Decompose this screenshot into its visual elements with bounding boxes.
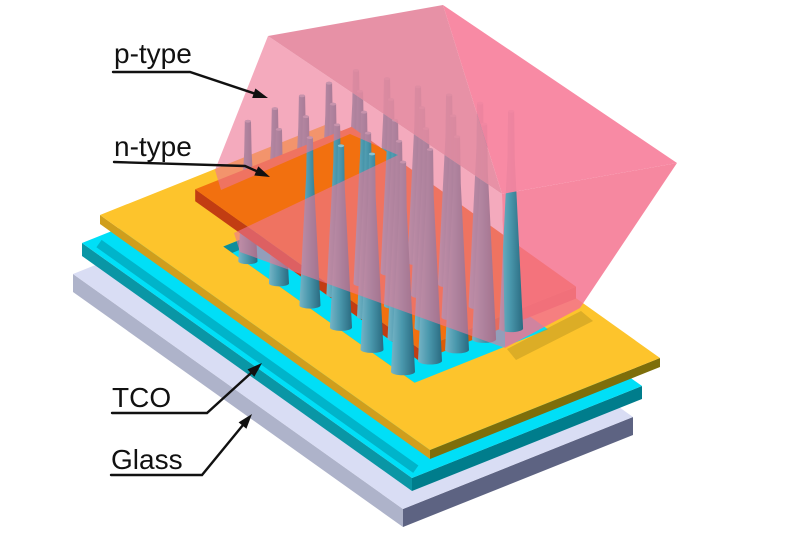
p-type-top-face-right: [443, 5, 677, 194]
p-type-box: [215, 5, 677, 348]
p-type-arrowhead: [252, 88, 268, 98]
label-tco: TCO: [112, 382, 171, 413]
tco-shadow-band: [96, 239, 419, 473]
contact-right-side: [430, 358, 660, 459]
label-n-type: n-type: [114, 131, 192, 162]
tco-arrowhead: [247, 363, 262, 377]
p-type-arrow-line: [111, 70, 262, 97]
label-p-type: p-type: [114, 38, 192, 69]
glass-arrow-line: [109, 419, 249, 477]
tco-left-side: [82, 243, 412, 491]
nanowire-tip-cap: [368, 152, 376, 156]
nanowire-cone: [499, 110, 524, 333]
p-type-top-face-left: [268, 5, 502, 194]
tco-right-side: [412, 386, 642, 491]
p-type-right-face: [502, 163, 677, 348]
nanowire-tip-cap: [337, 144, 345, 148]
n-type-arrowhead: [254, 166, 270, 177]
p-type-front-face: [215, 36, 505, 348]
p-type-box-right-face: [502, 163, 677, 348]
glass-right-side: [403, 417, 633, 527]
annotations: p-type n-type TCO Glass: [109, 38, 270, 477]
box-shadow-on-contact: [507, 311, 593, 360]
tco-arrow-line: [110, 367, 258, 415]
glass-arrowhead: [238, 414, 252, 429]
contact-left-side: [100, 215, 430, 459]
glass-left-side: [73, 274, 403, 527]
label-glass: Glass: [111, 444, 183, 475]
